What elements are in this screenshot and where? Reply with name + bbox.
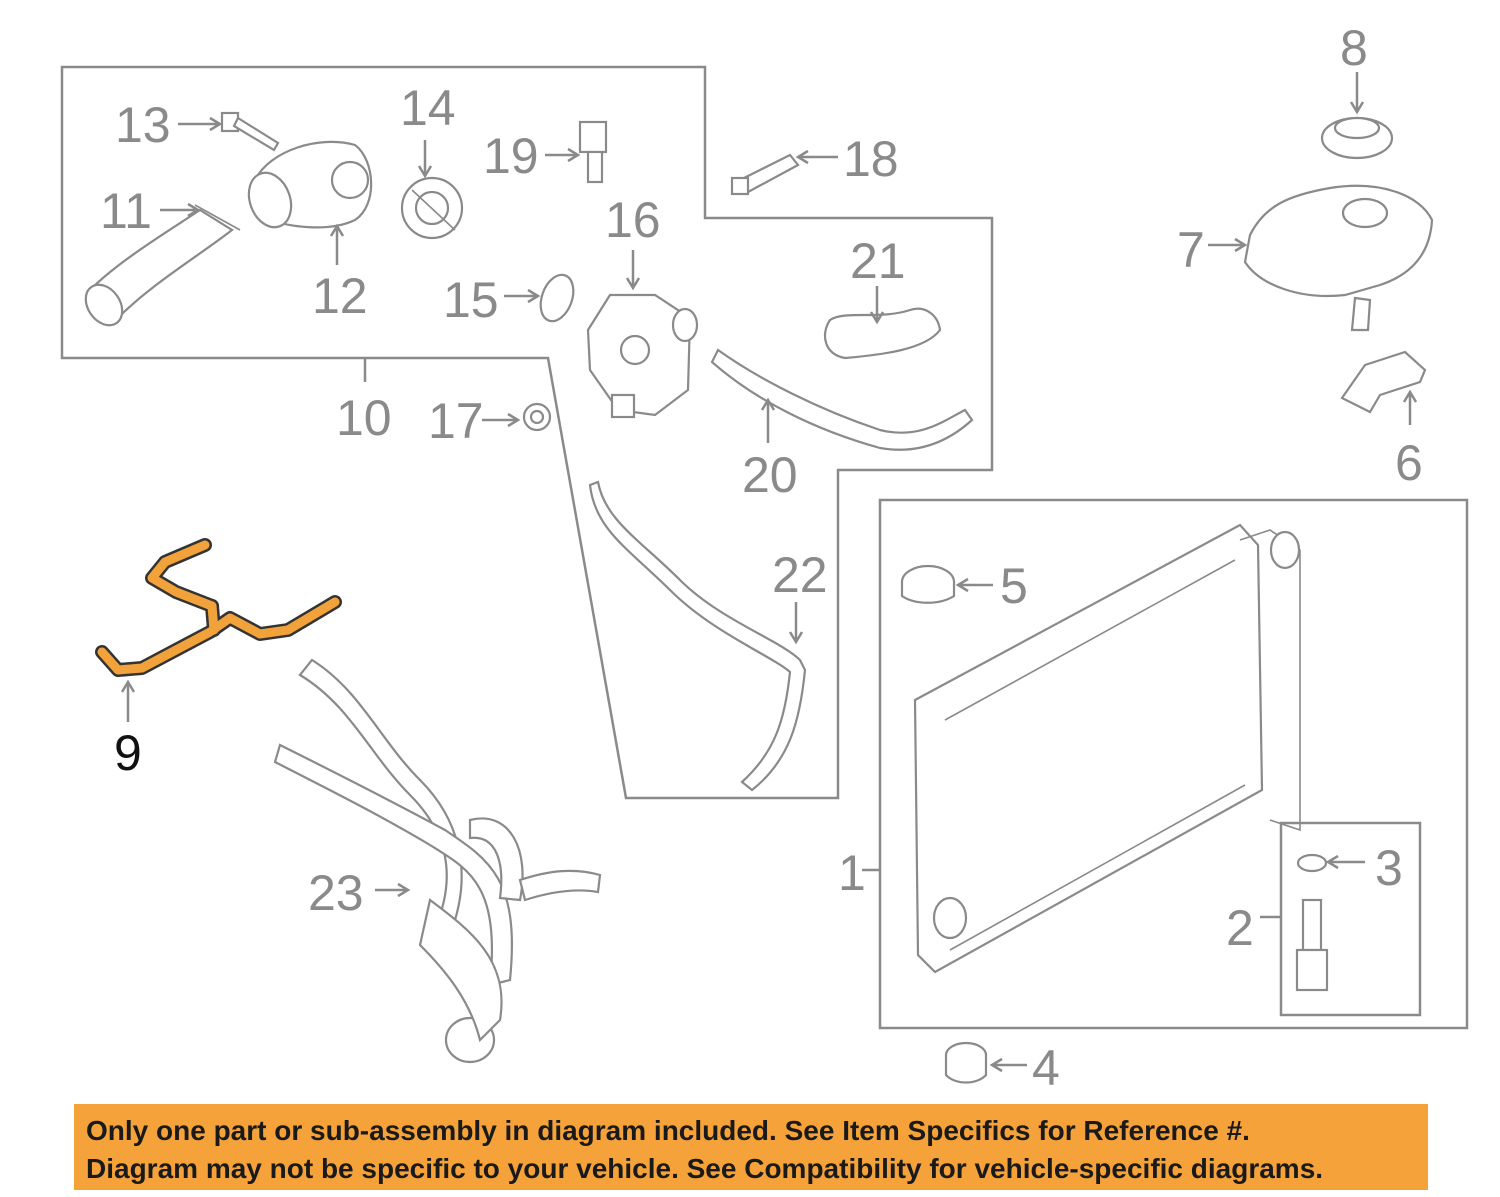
leader-8 — [1349, 72, 1365, 115]
leader-4 — [989, 1057, 1027, 1073]
part-9-hose-highlighted — [95, 538, 342, 677]
callout-4: 4 — [1032, 1040, 1060, 1096]
part-21-hose — [823, 307, 942, 360]
leader-15 — [504, 288, 541, 304]
callout-5: 5 — [1000, 558, 1028, 614]
callout-13: 13 — [115, 97, 171, 153]
callout-16: 16 — [605, 192, 661, 248]
part-22-pipe — [588, 480, 807, 792]
leader-3 — [1325, 854, 1365, 870]
leader-5 — [955, 577, 993, 593]
callout-1: 1 — [838, 845, 866, 901]
leader-23 — [375, 882, 411, 898]
callout-14: 14 — [400, 80, 456, 136]
leader-20 — [760, 397, 776, 443]
disclaimer-banner: Only one part or sub-assembly in diagram… — [74, 1104, 1428, 1190]
callout-19: 19 — [483, 128, 539, 184]
part-15-oring — [539, 273, 575, 323]
part-11-hose — [84, 204, 241, 327]
part-23-hose-assembly — [273, 658, 602, 1064]
part-18-sensor — [730, 153, 800, 196]
part-16-pump — [586, 293, 699, 419]
part-1-radiator — [913, 523, 1301, 974]
callout-20: 20 — [742, 447, 798, 503]
part-19-sensor — [578, 120, 608, 184]
leader-14 — [417, 140, 433, 179]
leader-18 — [795, 149, 838, 165]
part-14-thermostat — [400, 176, 464, 240]
leader-21 — [869, 286, 885, 325]
leader-lines — [120, 72, 1418, 1073]
disclaimer-line-2: Diagram may not be specific to your vehi… — [86, 1153, 1324, 1184]
part-6-bracket — [1340, 350, 1427, 414]
callout-2: 2 — [1226, 900, 1254, 956]
group-frame-1 — [878, 498, 1469, 1030]
leader-19 — [545, 147, 581, 163]
callout-3: 3 — [1375, 840, 1403, 896]
callout-8: 8 — [1340, 20, 1368, 76]
group-frame-2 — [1279, 821, 1422, 1017]
part-2-plug — [1295, 898, 1329, 992]
part-7-reservoir — [1243, 184, 1434, 332]
part-8-cap — [1320, 116, 1394, 160]
leader-13 — [178, 116, 223, 132]
callout-9: 9 — [114, 725, 142, 781]
callout-6: 6 — [1395, 435, 1423, 491]
part-20-pipe — [710, 348, 974, 451]
leader-7 — [1208, 237, 1248, 253]
leader-22 — [788, 602, 804, 645]
callout-10: 10 — [336, 390, 392, 446]
callout-11: 11 — [100, 183, 152, 239]
callout-18: 18 — [843, 131, 899, 187]
leader-6 — [1402, 389, 1418, 425]
leader-12 — [329, 223, 345, 265]
part-17-nut — [522, 402, 552, 432]
leader-17 — [482, 412, 521, 428]
leader-11 — [160, 202, 201, 218]
callout-7: 7 — [1177, 222, 1205, 278]
group-frame-10 — [60, 65, 994, 800]
callout-23: 23 — [308, 865, 364, 921]
callout-15: 15 — [443, 272, 499, 328]
part-4-mount — [944, 1041, 988, 1084]
part-13-bolt — [220, 111, 280, 152]
part-12-housing — [247, 140, 373, 229]
callout-12: 12 — [312, 268, 368, 324]
part-5-mount — [900, 564, 956, 604]
callout-22: 22 — [772, 547, 828, 603]
callout-21: 21 — [850, 233, 906, 289]
disclaimer-line-1: Only one part or sub-assembly in diagram… — [86, 1115, 1250, 1146]
leader-16 — [625, 250, 641, 291]
part-3-washer — [1296, 853, 1328, 873]
callout-17: 17 — [428, 393, 484, 449]
